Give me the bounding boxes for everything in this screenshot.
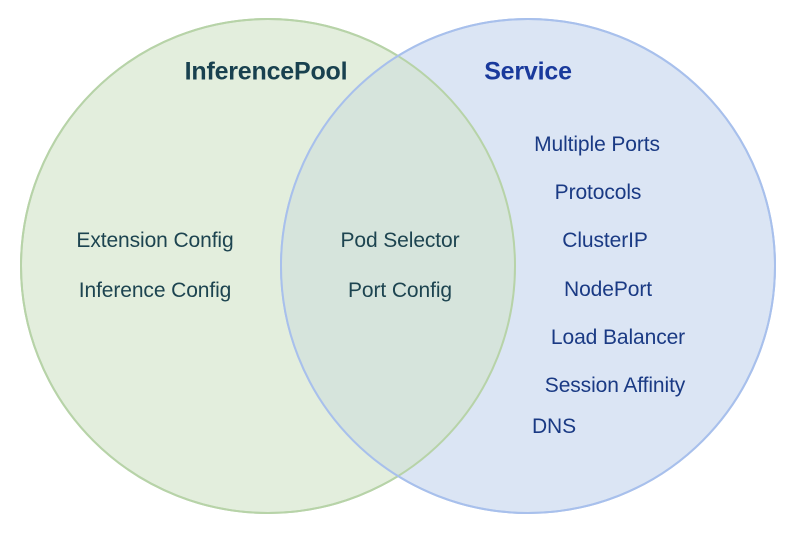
- right-set-item: Protocols: [554, 181, 642, 204]
- intersection-item: Port Config: [348, 279, 452, 302]
- left-set-item: Extension Config: [76, 229, 234, 252]
- right-set-item: ClusterIP: [562, 229, 648, 252]
- circle-service-outline: [280, 18, 776, 514]
- right-set-item: Session Affinity: [544, 374, 686, 397]
- left-set-item: Inference Config: [78, 279, 232, 302]
- right-set-item: DNS: [531, 415, 577, 438]
- right-set-item: Load Balancer: [550, 326, 686, 349]
- set-title-inferencepool: InferencePool: [184, 57, 348, 86]
- circle-inferencepool-outline: [20, 18, 516, 514]
- circle-intersection: [281, 19, 515, 513]
- right-set-item: NodePort: [564, 278, 652, 301]
- set-title-service: Service: [484, 57, 572, 86]
- right-set-item: Multiple Ports: [534, 133, 660, 156]
- intersection-item: Pod Selector: [340, 229, 460, 252]
